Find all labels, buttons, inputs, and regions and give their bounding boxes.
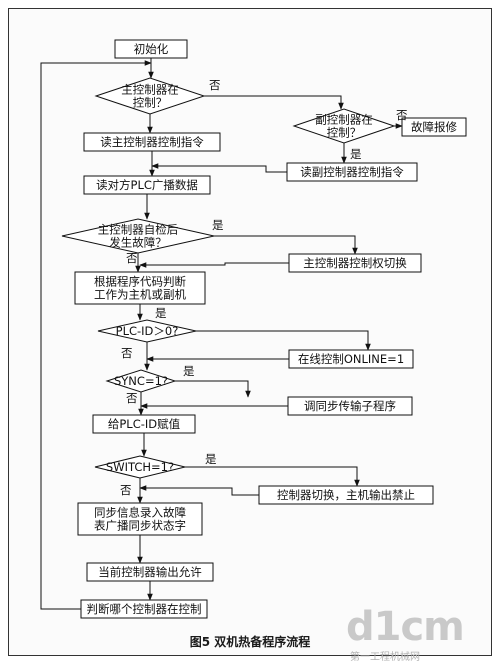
- node-label: 故障报修: [411, 120, 457, 134]
- flow-arrow: [139, 262, 289, 268]
- process-box: [83, 175, 211, 195]
- process-box: [288, 253, 422, 273]
- figure-caption: 图5 双机热备程序流程: [189, 635, 311, 649]
- node-online: 在线控制ONLINE=1: [288, 349, 414, 369]
- node-read-plc: 读对方PLC广播数据: [83, 175, 211, 195]
- node-label: 根据程序代码判断工作为主机或副机: [94, 275, 186, 302]
- process-box: [286, 162, 418, 182]
- flow-arrow: [175, 380, 251, 398]
- process-box: [258, 485, 434, 505]
- node-label: 当前控制器输出允许: [98, 565, 202, 579]
- flow-arrow: [214, 235, 358, 255]
- process-box: [86, 562, 214, 582]
- node-sync-sub: 调同步传输子程序: [287, 396, 413, 416]
- node-d-selfcheck: 主控制器自检后发生故障？: [61, 218, 215, 254]
- node-label: 读副控制器控制指令: [300, 165, 404, 179]
- branch-yes-label: 是: [155, 306, 167, 320]
- node-fault-report: 故障报修: [401, 117, 467, 137]
- process-box: [77, 502, 203, 536]
- branch-no-label: 否: [209, 78, 221, 92]
- node-label: 主控制器自检后发生故障？: [98, 223, 179, 250]
- flow-arrow: [40, 60, 152, 610]
- process-box: [401, 117, 467, 137]
- branch-no-label: 否: [126, 251, 138, 265]
- decision-diamond: [292, 108, 396, 144]
- flow-arrow: [204, 95, 344, 110]
- node-label: 初始化: [134, 42, 169, 56]
- node-label: 控制器切换，主机输出禁止: [277, 488, 415, 502]
- flow-arrow: [139, 485, 259, 496]
- figure-frame: [8, 8, 492, 656]
- node-d-switch: SWITCH=1?: [94, 455, 186, 479]
- process-box: [287, 396, 413, 416]
- node-d-plcid: PLC-ID＞0?: [97, 319, 197, 343]
- node-label: 主控制器控制权切换: [303, 256, 407, 270]
- branch-yes-label: 是: [350, 147, 362, 161]
- node-label: 在线控制ONLINE=1: [298, 352, 404, 366]
- process-box: [74, 271, 206, 305]
- node-d-sync: SYNC=1?: [105, 369, 177, 393]
- node-init: 初始化: [114, 39, 188, 59]
- process-box: [114, 39, 188, 59]
- node-read-sub-cmd: 读副控制器控制指令: [286, 162, 418, 182]
- branch-yes-label: 是: [205, 452, 217, 466]
- node-label: 主控制器在控制？: [121, 83, 179, 110]
- process-box: [288, 349, 414, 369]
- node-d-main: 主控制器在控制？: [94, 77, 206, 115]
- branch-no-label: 否: [121, 346, 133, 360]
- node-label: 读对方PLC广播数据: [96, 178, 198, 192]
- branch-no-label: 否: [126, 391, 138, 405]
- watermark-mark: d1cm: [346, 604, 465, 650]
- process-box: [83, 132, 221, 152]
- node-label: 副控制器在控制？: [315, 113, 373, 140]
- decision-diamond: [105, 369, 177, 393]
- node-judge-role: 根据程序代码判断工作为主机或副机: [74, 271, 206, 305]
- process-box: [80, 599, 208, 619]
- node-assign-plcid: 给PLC-ID赋值: [92, 414, 196, 434]
- node-label: 读主控制器控制指令: [100, 135, 204, 149]
- branch-no-label: 否: [120, 483, 132, 497]
- node-read-main-cmd: 读主控制器控制指令: [83, 132, 221, 152]
- process-box: [92, 414, 196, 434]
- decision-diamond: [97, 319, 197, 343]
- node-label: SWITCH=1?: [106, 460, 174, 474]
- node-label: 调同步传输子程序: [304, 399, 396, 413]
- flow-arrow: [151, 163, 287, 173]
- node-label: 判断哪个控制器在控制: [87, 602, 202, 616]
- node-label: PLC-ID＞0?: [116, 324, 179, 338]
- node-sync-info: 同步信息录入故障表广播同步状态字: [77, 502, 203, 536]
- flow-arrow: [185, 466, 360, 487]
- decision-diamond: [94, 455, 186, 479]
- node-label: 同步信息录入故障表广播同步状态字: [94, 506, 186, 533]
- node-output-allow: 当前控制器输出允许: [86, 562, 214, 582]
- node-label: SYNC=1?: [114, 374, 168, 388]
- node-label: 给PLC-ID赋值: [108, 417, 181, 431]
- flow-arrow: [196, 330, 371, 351]
- node-judge-ctrl: 判断哪个控制器在控制: [80, 599, 208, 619]
- branch-yes-label: 是: [183, 364, 195, 378]
- watermark-text: 第一工程机械网: [350, 652, 420, 663]
- node-switch-auth: 主控制器控制权切换: [288, 253, 422, 273]
- branch-no-label: 否: [396, 108, 408, 122]
- watermark-logo: d1cm 第一工程机械网: [340, 604, 490, 664]
- decision-diamond: [94, 77, 206, 115]
- node-d-sub: 副控制器在控制？: [292, 108, 396, 144]
- branch-yes-label: 是: [212, 218, 224, 232]
- decision-diamond: [61, 218, 215, 254]
- node-ctrl-switch: 控制器切换，主机输出禁止: [258, 485, 434, 505]
